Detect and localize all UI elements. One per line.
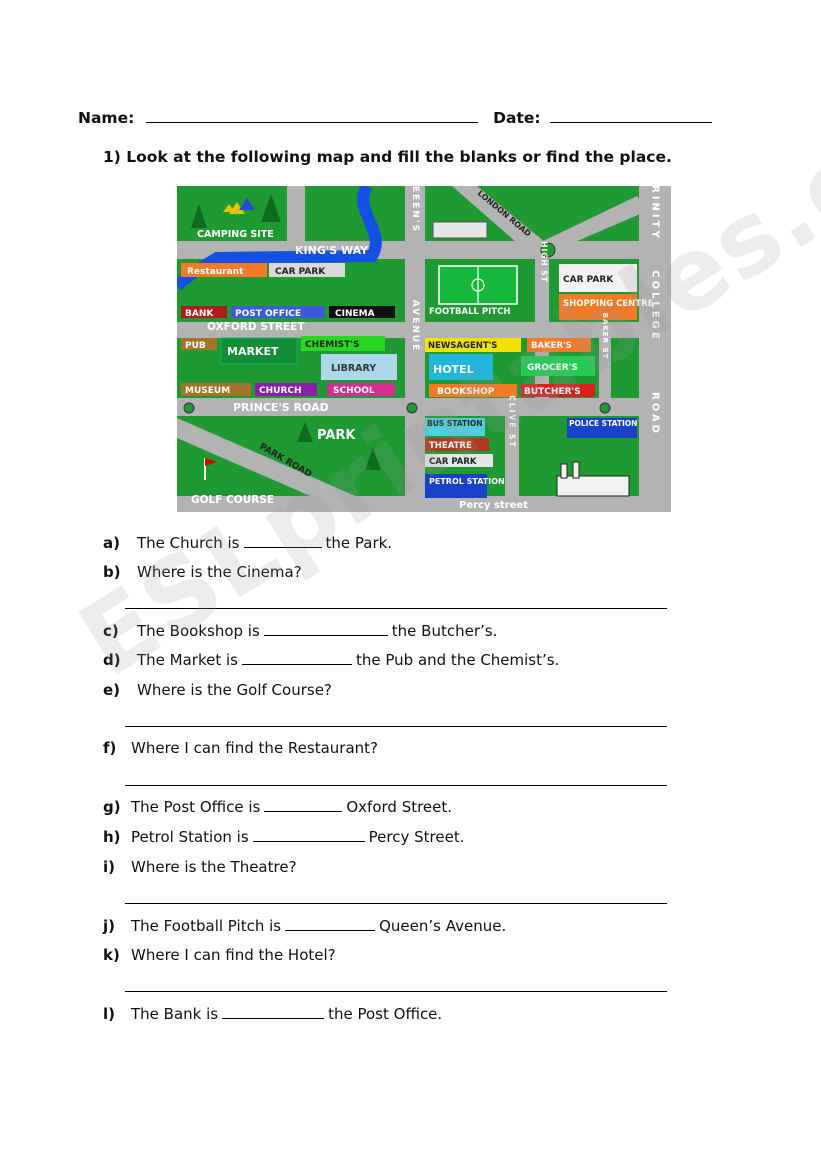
football-pitch-label: FOOTBALL PITCH [429,307,510,317]
restaurant-label: Restaurant [187,267,244,277]
butchers-label: BUTCHER'S [524,387,581,397]
date-field[interactable] [549,108,712,123]
kings-way-label: KING'S WAY [295,244,369,257]
answer-blank-a[interactable] [243,534,322,548]
answer-blank-l[interactable] [222,1005,325,1019]
oxford-street-label: OXFORD STREET [207,321,305,333]
answer-blank-h[interactable] [252,828,365,842]
clive-st-label: CLIVE ST [508,395,517,448]
hotel-label: HOTEL [433,363,474,376]
question-i: i)Where is the Theatre? [103,858,297,876]
bus-station-label: BUS STATION [427,419,483,428]
princes-road-label: PRINCE'S ROAD [233,401,329,414]
answer-blank-g[interactable] [264,798,343,812]
answer-line-b[interactable] [125,608,667,609]
camping-site-label: CAMPING SITE [197,229,274,240]
answer-blank-j[interactable] [285,917,376,931]
question-k: k)Where I can find the Hotel? [103,946,336,964]
bank-label: BANK [185,309,214,319]
cinema-label: CINEMA [335,309,375,319]
camping-tents [191,194,281,228]
answer-line-k[interactable] [125,991,667,992]
grocers-label: GROCER'S [527,363,578,373]
newsagents-label: NEWSAGENT'S [428,341,497,351]
college-label: COLLEGE [650,270,661,341]
trinity-label: TRINITY [650,186,661,241]
car-park-2-label: CAR PARK [563,275,614,285]
theatre-label: THEATRE [429,441,472,451]
car-park-1-label: CAR PARK [275,267,326,277]
shopping-centre-label: SHOPPING CENTRE [563,299,654,309]
name-field[interactable] [145,108,478,123]
high-st-label: HIGH ST [540,241,549,283]
library-label: LIBRARY [331,363,376,374]
answer-blank-c[interactable] [263,622,388,636]
answer-line-f[interactable] [125,785,667,786]
school-label: SCHOOL [333,386,375,396]
answer-line-e[interactable] [125,726,667,727]
instruction: 1) Look at the following map and fill th… [103,148,672,166]
park-label: PARK [317,428,356,443]
church-label: CHURCH [259,386,302,396]
question-b: b)Where is the Cinema? [103,563,302,581]
question-f: f)Where I can find the Restaurant? [103,739,379,757]
post-office-label: POST OFFICE [235,309,301,319]
market-label: MARKET [227,345,279,358]
town-map: CAMPING SITE KING'S WAY Restaurant CAR P… [177,186,671,512]
pub-label: PUB [185,341,206,351]
chemists-label: CHEMIST'S [305,340,359,350]
name-label: Name: [78,109,135,127]
museum-label: MUSEUM [185,386,230,396]
car-park-3-label: CAR PARK [429,457,477,467]
answer-line-i[interactable] [125,903,667,904]
petrol-station-label: PETROL STATION [429,477,505,486]
police-station-label: POLICE STATION [569,419,637,428]
watermark: ESLprintables.com [60,26,821,700]
bookshop-label: BOOKSHOP [437,387,495,397]
question-e: e)Where is the Golf Course? [103,681,332,699]
bakers-label: BAKER'S [531,341,572,351]
answer-blank-d[interactable] [241,651,352,665]
golf-course-label: GOLF COURSE [191,494,274,506]
queens-label: QUEEEN'S [410,186,420,233]
date-label: Date: [493,109,541,127]
road-label: ROAD [650,392,661,436]
avenue-label: AVENUE [410,300,420,352]
header-line: Name: Date: [78,108,712,127]
percy-street-label: Percy street [459,500,528,511]
baker-st-label: BAKER ST [601,313,609,360]
